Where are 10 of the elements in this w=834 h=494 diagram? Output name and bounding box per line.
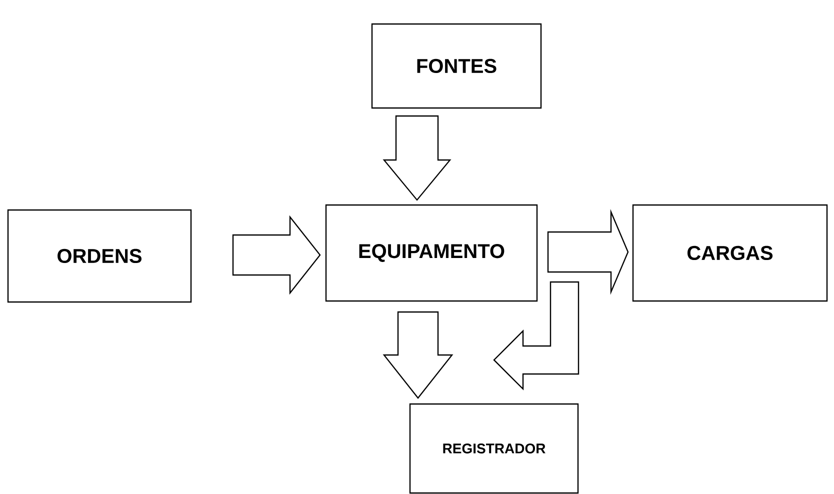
process-box: EQUIPAMENTO (325, 204, 538, 302)
block-arrow (382, 311, 454, 399)
block-arrow (232, 215, 321, 295)
block-arrow (382, 115, 452, 201)
block-arrow (547, 209, 629, 295)
process-box: ORDENS (7, 209, 192, 303)
process-box: REGISTRADOR (409, 403, 579, 494)
block-arrow (493, 281, 580, 390)
process-box: FONTES (371, 23, 542, 109)
process-box: CARGAS (632, 204, 828, 302)
